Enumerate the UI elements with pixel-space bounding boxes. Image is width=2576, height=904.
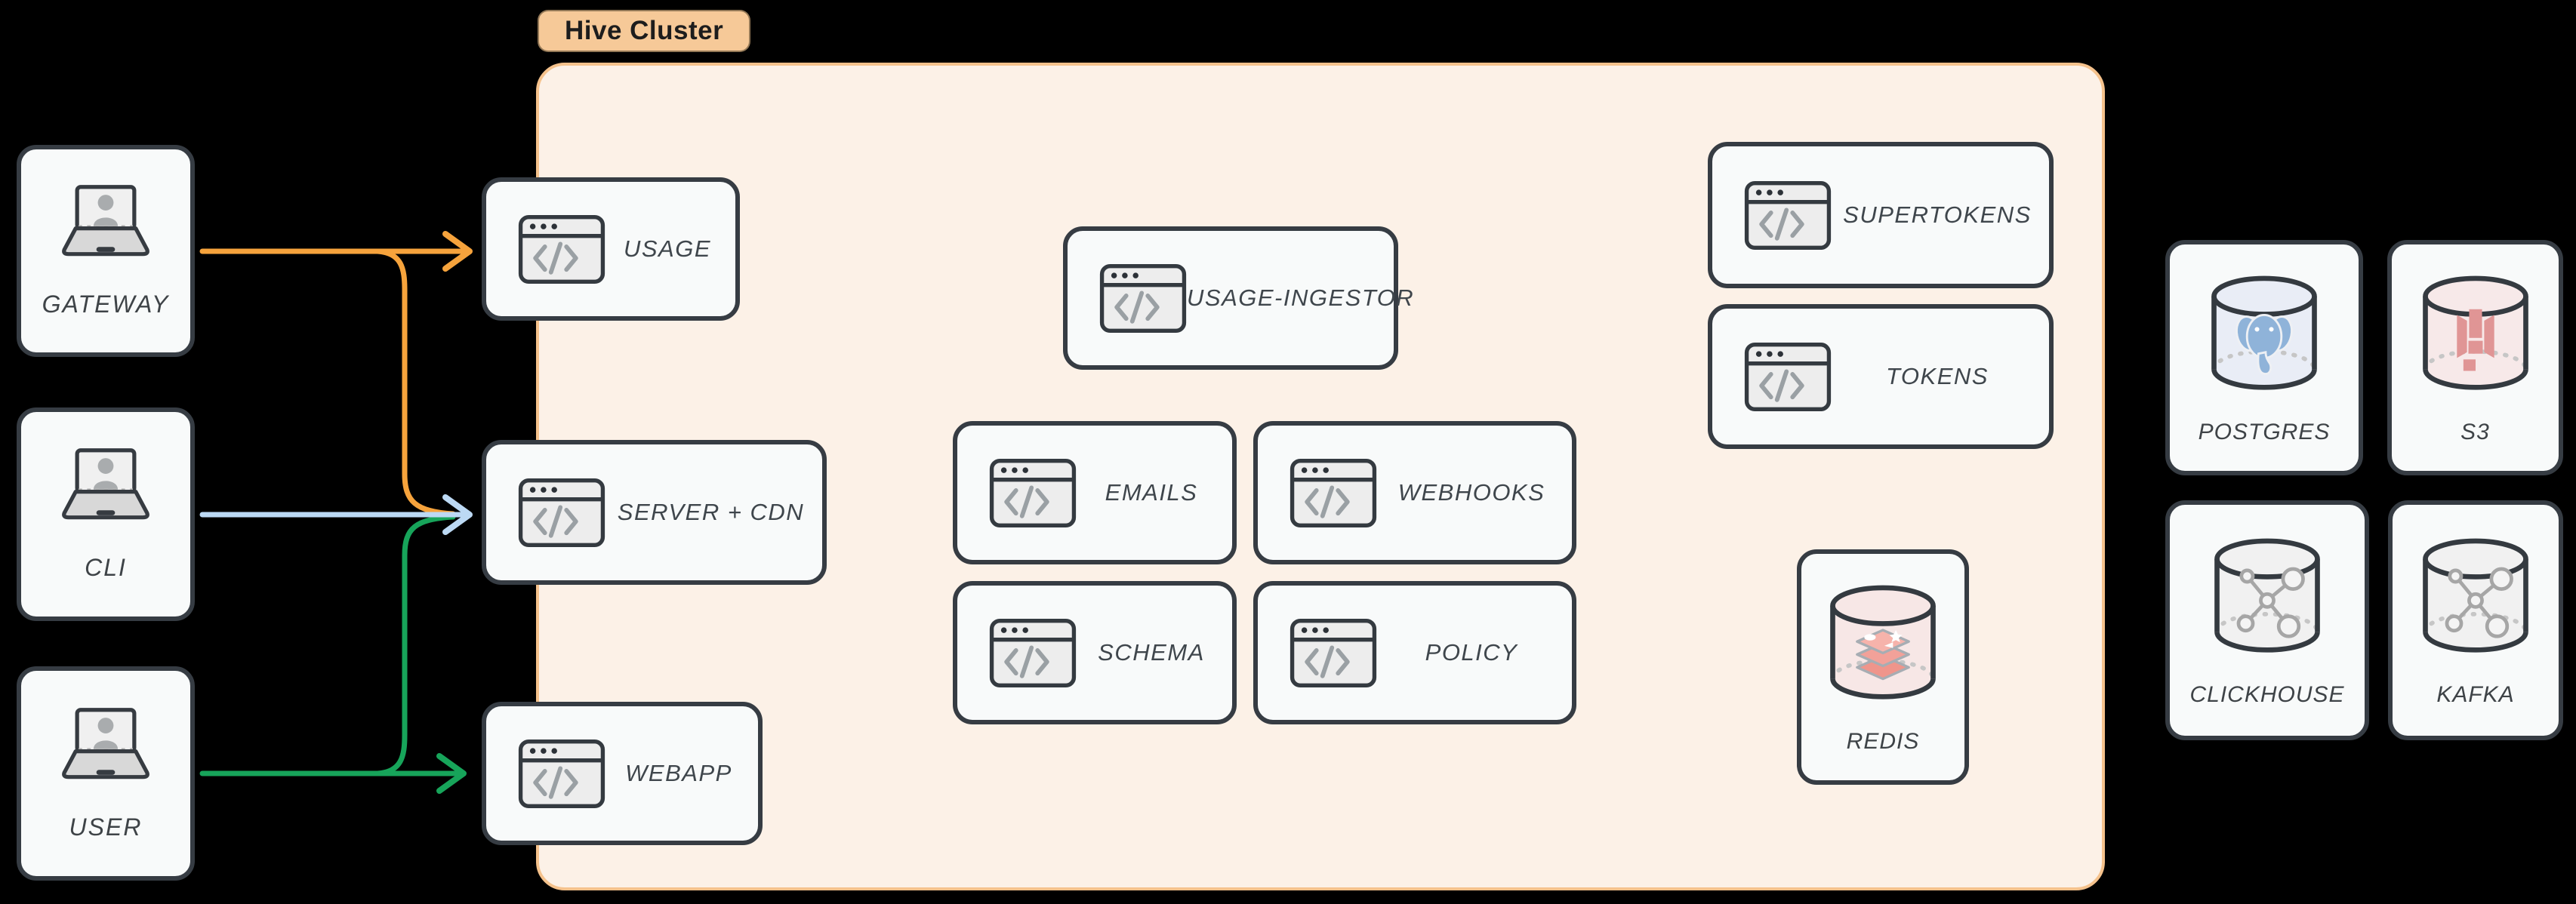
- service-label: SERVER + CDN: [617, 499, 805, 525]
- service-node-tokens: TOKENS: [1708, 304, 2054, 449]
- code-window-icon: [989, 458, 1077, 528]
- code-window-icon: [518, 214, 605, 284]
- client-node-user: USER: [17, 666, 195, 881]
- kafka-cylinder-icon: [2418, 533, 2533, 663]
- client-label: CLI: [85, 554, 127, 581]
- service-label: POLICY: [1425, 639, 1518, 666]
- datastore-label: KAFKA: [2436, 682, 2515, 707]
- service-node-schema: SCHEMA: [953, 581, 1237, 724]
- service-node-supertokens: SUPERTOKENS: [1708, 142, 2054, 288]
- code-window-icon: [1099, 263, 1187, 334]
- service-label: USAGE: [623, 235, 712, 262]
- client-label: USER: [69, 813, 143, 841]
- datastore-node-kafka: KAFKA: [2388, 500, 2563, 740]
- code-window-icon: [518, 739, 605, 809]
- code-window-icon: [1290, 458, 1377, 528]
- arrow-user-to-server-cdn: [374, 514, 456, 776]
- client-label: GATEWAY: [42, 291, 170, 318]
- service-label: EMAILS: [1105, 479, 1198, 506]
- datastore-label: S3: [2460, 420, 2490, 444]
- arrowhead-server-cdn: [442, 494, 473, 535]
- code-window-icon: [989, 618, 1077, 688]
- s3-cylinder-icon: [2418, 270, 2533, 400]
- datastore-node-postgres: POSTGRES: [2165, 240, 2363, 475]
- service-label: TOKENS: [1886, 363, 1989, 389]
- datastore-node-s3: S3: [2387, 240, 2563, 475]
- code-window-icon: [518, 478, 605, 548]
- code-window-icon: [1290, 618, 1377, 688]
- arrow-gateway-to-server-cdn: [374, 248, 456, 517]
- laptop-user-icon: [48, 447, 163, 527]
- service-node-usage: USAGE: [482, 177, 740, 321]
- redis-cylinder-icon: [1826, 580, 1940, 709]
- arrowhead-webapp: [436, 753, 467, 794]
- code-window-icon: [1744, 180, 1832, 251]
- service-node-server-cdn: SERVER + CDN: [482, 440, 827, 585]
- datastore-node-clickhouse: CLICKHOUSE: [2165, 500, 2369, 740]
- laptop-user-icon: [48, 183, 163, 263]
- hive-cluster-label: Hive Cluster: [538, 10, 751, 52]
- service-node-redis: REDIS: [1797, 549, 1969, 785]
- service-label: SUPERTOKENS: [1843, 201, 2032, 228]
- service-node-usage-ingestor: USAGE-INGESTOR: [1063, 226, 1413, 370]
- client-node-gateway: GATEWAY: [17, 145, 195, 357]
- datastore-label: CLICKHOUSE: [2189, 682, 2345, 707]
- service-node-policy: POLICY: [1253, 581, 1576, 724]
- client-node-cli: CLI: [17, 407, 195, 621]
- service-label: USAGE-INGESTOR: [1187, 284, 1415, 311]
- service-node-emails: EMAILS: [953, 421, 1237, 564]
- postgres-cylinder-icon: [2207, 270, 2322, 400]
- clickhouse-cylinder-icon: [2210, 533, 2325, 663]
- service-label: WEBHOOKS: [1397, 479, 1545, 506]
- datastore-label: POSTGRES: [2198, 420, 2331, 444]
- service-node-webhooks: WEBHOOKS: [1253, 421, 1576, 564]
- arrowhead-usage: [442, 231, 473, 272]
- laptop-user-icon: [48, 706, 163, 786]
- service-node-webapp: WEBAPP: [482, 702, 763, 845]
- service-label: WEBAPP: [625, 760, 732, 786]
- service-label: SCHEMA: [1098, 639, 1205, 666]
- service-label: REDIS: [1846, 729, 1920, 754]
- code-window-icon: [1744, 342, 1832, 412]
